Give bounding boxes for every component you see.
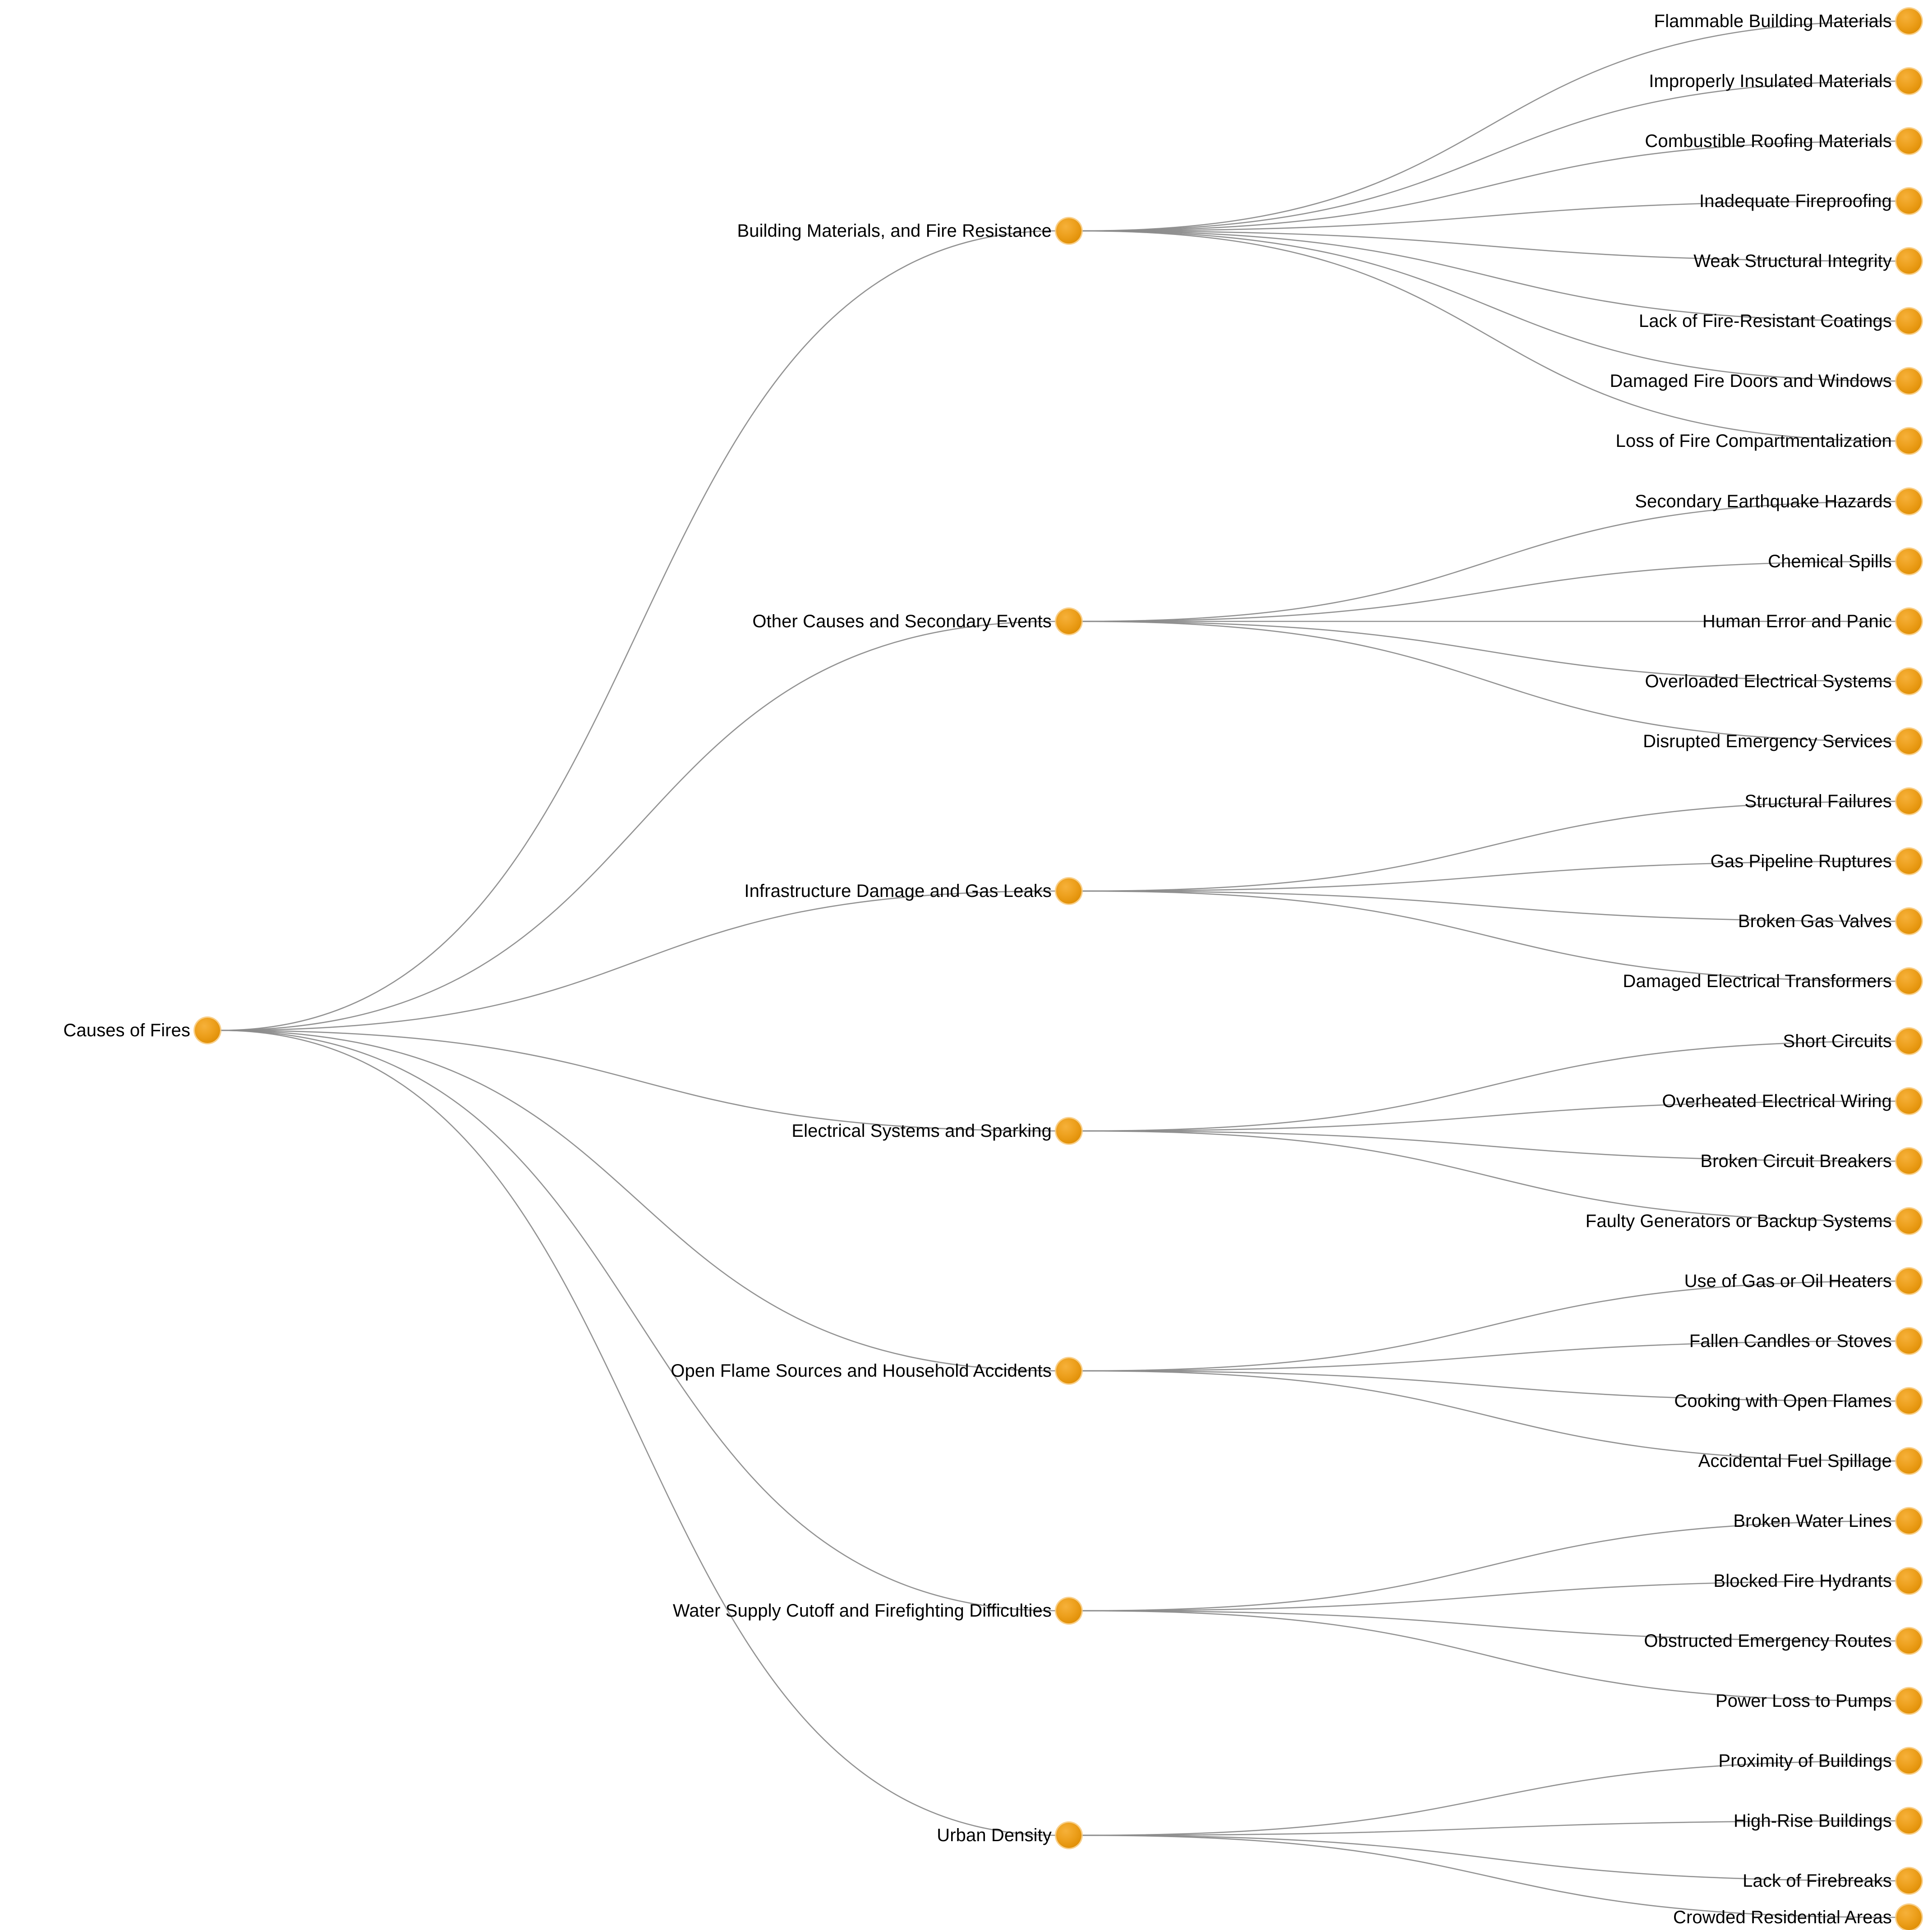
leaf-node-lack-of-firebreaks-marker[interactable] (1896, 1868, 1922, 1893)
leaf-node-damaged-electrical-transformers-marker[interactable] (1896, 969, 1922, 994)
leaf-node-faulty-generators-or-backup-systems-marker[interactable] (1896, 1209, 1922, 1234)
leaf-node-lack-of-fire-resistant-coatings-marker[interactable] (1896, 308, 1922, 334)
edge-category-5-to-leaf-0 (1081, 1520, 1897, 1612)
root-node-causes-of-fires-marker[interactable] (195, 1018, 220, 1043)
leaf-node-secondary-earthquake-hazards-marker[interactable] (1896, 489, 1922, 514)
category-node-open-flame-sources-and-household-accidents-label: Open Flame Sources and Household Acciden… (671, 1361, 1052, 1381)
leaf-node-fallen-candles-or-stoves-label: Fallen Candles or Stoves (1689, 1331, 1892, 1351)
leaf-node-crowded-residential-areas-label: Crowded Residential Areas (1673, 1907, 1892, 1927)
leaf-node-chemical-spills-label: Chemical Spills (1768, 551, 1892, 571)
leaf-node-broken-water-lines-marker[interactable] (1896, 1508, 1922, 1534)
leaf-node-broken-gas-valves-label: Broken Gas Valves (1738, 911, 1892, 931)
leaf-node-high-rise-buildings-label: High-Rise Buildings (1734, 1811, 1892, 1831)
leaf-node-overloaded-electrical-systems-marker[interactable] (1896, 669, 1922, 694)
category-node-infrastructure-damage-and-gas-leaks-label: Infrastructure Damage and Gas Leaks (744, 881, 1052, 901)
leaf-node-short-circuits-marker[interactable] (1896, 1029, 1922, 1054)
leaf-node-damaged-electrical-transformers-label: Damaged Electrical Transformers (1623, 971, 1892, 991)
leaf-node-human-error-and-panic-label: Human Error and Panic (1702, 611, 1892, 631)
leaf-node-gas-pipeline-ruptures-marker[interactable] (1896, 849, 1922, 874)
leaf-node-use-of-gas-or-oil-heaters-label: Use of Gas or Oil Heaters (1684, 1271, 1892, 1291)
leaf-node-flammable-building-materials-label: Flammable Building Materials (1654, 11, 1892, 31)
category-node-water-supply-cutoff-and-firefighting-difficulties-marker[interactable] (1056, 1598, 1081, 1623)
edge-root-to-category-6 (220, 1029, 1057, 1836)
leaf-node-combustible-roofing-materials-marker[interactable] (1896, 129, 1922, 154)
leaf-node-broken-circuit-breakers-label: Broken Circuit Breakers (1700, 1151, 1892, 1171)
category-node-electrical-systems-and-sparking-marker[interactable] (1056, 1118, 1081, 1144)
edge-category-4-to-leaf-3 (1081, 1370, 1897, 1462)
leaf-node-weak-structural-integrity-marker[interactable] (1896, 248, 1922, 274)
category-node-water-supply-cutoff-and-firefighting-difficulties-label: Water Supply Cutoff and Firefighting Dif… (672, 1601, 1052, 1621)
edge-category-2-to-leaf-3 (1081, 890, 1897, 982)
leaf-node-weak-structural-integrity-label: Weak Structural Integrity (1693, 251, 1892, 271)
leaf-node-structural-failures-label: Structural Failures (1744, 791, 1892, 811)
leaf-node-obstructed-emergency-routes-marker[interactable] (1896, 1628, 1922, 1654)
leaf-node-broken-circuit-breakers-marker[interactable] (1896, 1149, 1922, 1174)
leaf-node-power-loss-to-pumps-marker[interactable] (1896, 1688, 1922, 1714)
leaf-node-damaged-fire-doors-and-windows-label: Damaged Fire Doors and Windows (1610, 371, 1892, 391)
edge-category-2-to-leaf-0 (1081, 800, 1897, 892)
edge-root-to-category-5 (220, 1029, 1057, 1612)
leaf-node-use-of-gas-or-oil-heaters-marker[interactable] (1896, 1268, 1922, 1294)
leaf-node-power-loss-to-pumps-label: Power Loss to Pumps (1716, 1691, 1892, 1711)
category-node-electrical-systems-and-sparking-label: Electrical Systems and Sparking (791, 1121, 1052, 1141)
leaf-node-fallen-candles-or-stoves-marker[interactable] (1896, 1328, 1922, 1354)
leaf-node-overheated-electrical-wiring-label: Overheated Electrical Wiring (1662, 1091, 1892, 1111)
leaf-node-improperly-insulated-materials-label: Improperly Insulated Materials (1649, 71, 1892, 91)
category-node-building-materials-and-fire-resistance-marker[interactable] (1056, 218, 1081, 244)
leaf-node-loss-of-fire-compartmentalization-marker[interactable] (1896, 428, 1922, 454)
leaf-node-overheated-electrical-wiring-marker[interactable] (1896, 1089, 1922, 1114)
leaf-node-inadequate-fireproofing-marker[interactable] (1896, 188, 1922, 214)
leaf-node-disrupted-emergency-services-marker[interactable] (1896, 729, 1922, 754)
leaf-node-loss-of-fire-compartmentalization-label: Loss of Fire Compartmentalization (1615, 431, 1892, 451)
edge-category-3-to-leaf-0 (1081, 1040, 1897, 1132)
leaf-node-short-circuits-label: Short Circuits (1783, 1031, 1892, 1051)
leaf-node-inadequate-fireproofing-label: Inadequate Fireproofing (1699, 191, 1892, 211)
leaf-node-accidental-fuel-spillage-marker[interactable] (1896, 1448, 1922, 1474)
leaf-node-improperly-insulated-materials-marker[interactable] (1896, 69, 1922, 94)
edge-root-to-category-1 (220, 620, 1057, 1031)
category-node-building-materials-and-fire-resistance-label: Building Materials, and Fire Resistance (737, 221, 1052, 241)
leaf-node-cooking-with-open-flames-label: Cooking with Open Flames (1674, 1391, 1892, 1411)
edge-category-5-to-leaf-3 (1081, 1610, 1897, 1702)
category-node-infrastructure-damage-and-gas-leaks-marker[interactable] (1056, 878, 1081, 904)
category-node-other-causes-and-secondary-events-label: Other Causes and Secondary Events (752, 611, 1052, 631)
leaf-node-lack-of-firebreaks-label: Lack of Firebreaks (1743, 1871, 1892, 1891)
leaf-node-overloaded-electrical-systems-label: Overloaded Electrical Systems (1645, 671, 1892, 691)
edge-category-0-to-leaf-2 (1081, 140, 1897, 232)
leaf-node-high-rise-buildings-marker[interactable] (1896, 1808, 1922, 1834)
leaf-node-flammable-building-materials-marker[interactable] (1896, 9, 1922, 34)
leaf-node-gas-pipeline-ruptures-label: Gas Pipeline Ruptures (1710, 851, 1892, 871)
edge-category-0-to-leaf-5 (1081, 230, 1897, 322)
category-node-other-causes-and-secondary-events-marker[interactable] (1056, 609, 1081, 634)
leaf-node-proximity-of-buildings-marker[interactable] (1896, 1748, 1922, 1774)
leaf-node-human-error-and-panic-marker[interactable] (1896, 609, 1922, 634)
leaf-node-accidental-fuel-spillage-label: Accidental Fuel Spillage (1698, 1451, 1892, 1471)
leaf-node-faulty-generators-or-backup-systems-label: Faulty Generators or Backup Systems (1585, 1211, 1892, 1231)
leaf-node-damaged-fire-doors-and-windows-marker[interactable] (1896, 368, 1922, 394)
leaf-node-structural-failures-marker[interactable] (1896, 789, 1922, 814)
edge-root-to-category-4 (220, 1029, 1057, 1372)
leaf-node-secondary-earthquake-hazards-label: Secondary Earthquake Hazards (1635, 492, 1892, 511)
leaf-node-crowded-residential-areas-marker[interactable] (1896, 1905, 1922, 1930)
leaf-node-broken-water-lines-label: Broken Water Lines (1733, 1511, 1892, 1531)
leaf-node-blocked-fire-hydrants-label: Blocked Fire Hydrants (1713, 1571, 1892, 1591)
leaf-node-obstructed-emergency-routes-label: Obstructed Emergency Routes (1644, 1631, 1892, 1651)
leaf-node-broken-gas-valves-marker[interactable] (1896, 909, 1922, 934)
edge-category-4-to-leaf-0 (1081, 1280, 1897, 1372)
leaf-node-combustible-roofing-materials-label: Combustible Roofing Materials (1645, 131, 1892, 151)
edge-root-to-category-3 (220, 1029, 1057, 1132)
category-node-open-flame-sources-and-household-accidents-marker[interactable] (1056, 1358, 1081, 1383)
root-node-causes-of-fires-label: Causes of Fires (63, 1020, 190, 1040)
leaf-node-proximity-of-buildings-label: Proximity of Buildings (1718, 1751, 1892, 1771)
edge-category-3-to-leaf-3 (1081, 1130, 1897, 1222)
leaf-node-lack-of-fire-resistant-coatings-label: Lack of Fire-Resistant Coatings (1638, 311, 1892, 331)
category-node-urban-density-marker[interactable] (1056, 1823, 1081, 1848)
leaf-node-cooking-with-open-flames-marker[interactable] (1896, 1388, 1922, 1414)
leaf-node-blocked-fire-hydrants-marker[interactable] (1896, 1568, 1922, 1594)
category-node-urban-density-label: Urban Density (937, 1825, 1052, 1845)
leaf-node-chemical-spills-marker[interactable] (1896, 549, 1922, 574)
leaf-node-disrupted-emergency-services-label: Disrupted Emergency Services (1643, 731, 1892, 751)
edge-root-to-category-2 (220, 890, 1057, 1031)
